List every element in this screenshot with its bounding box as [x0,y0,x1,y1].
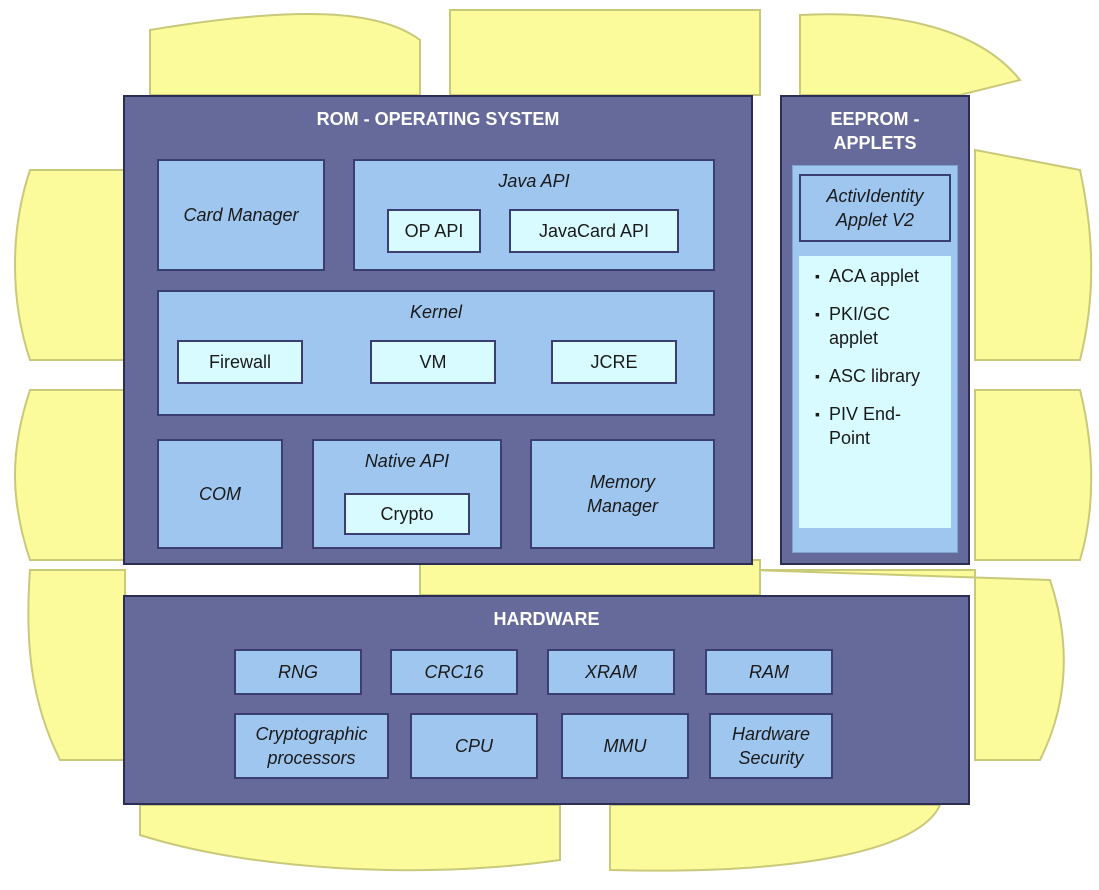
crypto-box: Crypto [344,493,470,535]
bullet-icon: ▪ [815,406,820,422]
applet-item-label: ASC library [829,366,921,386]
firewall-box: Firewall [177,340,303,384]
hw-box-crc16: CRC16 [390,649,518,695]
rom-os-panel: ROM - OPERATING SYSTEM Card Manager Java… [123,95,753,565]
applet-list-item: ▪ PKI/GC applet [815,302,941,350]
eeprom-title-line1: EEPROM - [830,109,920,129]
activeidentity-applet-label: ActivIdentity Applet V2 [826,186,924,230]
hw-box-xram: XRAM [547,649,675,695]
hardware-panel: HARDWARE RNG CRC16 XRAM RAM Cryptographi… [123,595,970,805]
firewall-label: Firewall [208,352,271,372]
crypto-label: Crypto [380,504,434,524]
applet-list-item: ▪ ACA applet [815,264,941,288]
op-api-label: OP API [404,221,464,241]
native-api-label: Native API [364,451,450,471]
applets-area: ActivIdentity Applet V2 ▪ ACA applet ▪ P… [792,165,958,553]
applet-list-item: ▪ PIV End-Point [815,402,941,450]
applet-item-label: ACA applet [829,266,920,286]
applet-item-label: PIV End-Point [829,404,902,448]
eeprom-title-line2: APPLETS [833,133,917,153]
rom-os-title: ROM - OPERATING SYSTEM [316,109,560,129]
native-api-box: Native API Crypto [312,439,502,549]
bg-shape [14,389,126,561]
activeidentity-applet-box: ActivIdentity Applet V2 [799,174,951,242]
hw-label-cpu: CPU [454,736,493,756]
hw-label-mmu: MMU [603,736,647,756]
hw-label-rng: RNG [278,662,318,682]
bg-shape [14,169,126,361]
vm-box: VM [370,340,496,384]
bg-shape [27,569,126,761]
applet-item-label: PKI/GC applet [829,304,891,348]
bg-shape [149,13,421,96]
hw-box-hardware-security: Hardware Security [709,713,833,779]
com-label: COM [199,484,241,504]
com-box: COM [157,439,283,549]
jcre-label: JCRE [590,352,638,372]
hw-box-mmu: MMU [561,713,689,779]
bg-shape [799,13,1022,96]
hw-box-cpu: CPU [410,713,538,779]
bullet-icon: ▪ [815,306,820,322]
bg-shape [749,569,1065,761]
bg-shape [449,9,761,96]
hw-box-ram: RAM [705,649,833,695]
kernel-box: Kernel Firewall VM JCRE [157,290,715,416]
op-api-box: OP API [387,209,481,253]
card-manager-box: Card Manager [157,159,325,271]
bg-shape [974,389,1093,561]
memory-manager-label: Memory Manager [586,472,659,516]
java-api-box: Java API OP API JavaCard API [353,159,715,271]
applet-list: ▪ ACA applet ▪ PKI/GC applet ▪ ASC libra… [799,256,951,528]
hw-box-rng: RNG [234,649,362,695]
hw-label-hardware-security: Hardware Security [731,724,811,768]
eeprom-panel: EEPROM - APPLETS ActivIdentity Applet V2… [780,95,970,565]
jcre-box: JCRE [551,340,677,384]
javacard-api-box: JavaCard API [509,209,679,253]
hw-label-crypto-processors: Cryptographic processors [255,724,368,768]
applet-list-item: ▪ ASC library [815,364,941,388]
hw-box-crypto-processors: Cryptographic processors [234,713,389,779]
card-manager-label: Card Manager [183,205,299,225]
memory-manager-box: Memory Manager [530,439,715,549]
bg-shape [974,148,1093,361]
hw-label-crc16: CRC16 [424,662,484,682]
bg-shape [609,804,942,872]
bg-shape [419,559,761,596]
java-api-label: Java API [498,171,570,191]
vm-label: VM [419,352,447,372]
bullet-icon: ▪ [815,368,820,384]
bullet-icon: ▪ [815,268,820,284]
bg-shape [139,804,561,872]
hw-label-xram: XRAM [584,662,637,682]
kernel-label: Kernel [409,302,463,322]
javacard-api-label: JavaCard API [538,221,650,241]
hardware-title: HARDWARE [493,609,600,629]
hw-label-ram: RAM [749,662,789,682]
